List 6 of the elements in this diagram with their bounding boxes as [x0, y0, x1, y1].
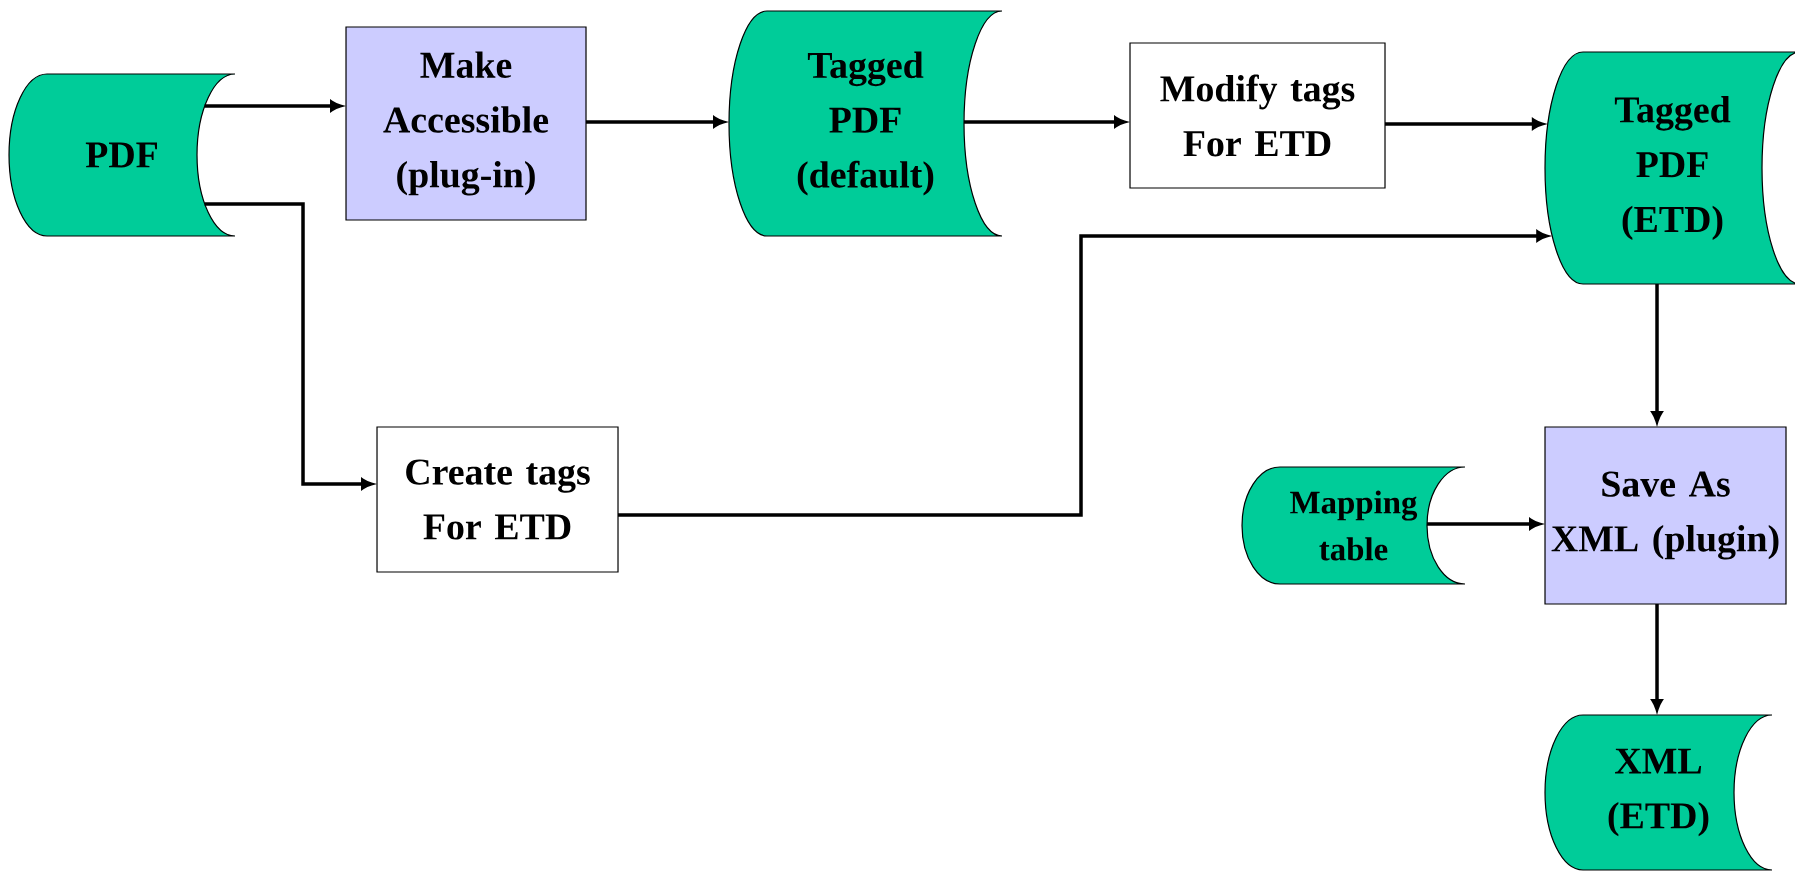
process-box: Modify tags For ETD: [1129, 42, 1386, 189]
process-box: Make Accessible (plug-in): [345, 26, 587, 221]
arrow: [1385, 118, 1544, 130]
arrow: [618, 230, 1549, 517]
process-box: Create tags For ETD: [376, 426, 619, 573]
process-box: Save As XML (plugin): [1544, 426, 1787, 605]
